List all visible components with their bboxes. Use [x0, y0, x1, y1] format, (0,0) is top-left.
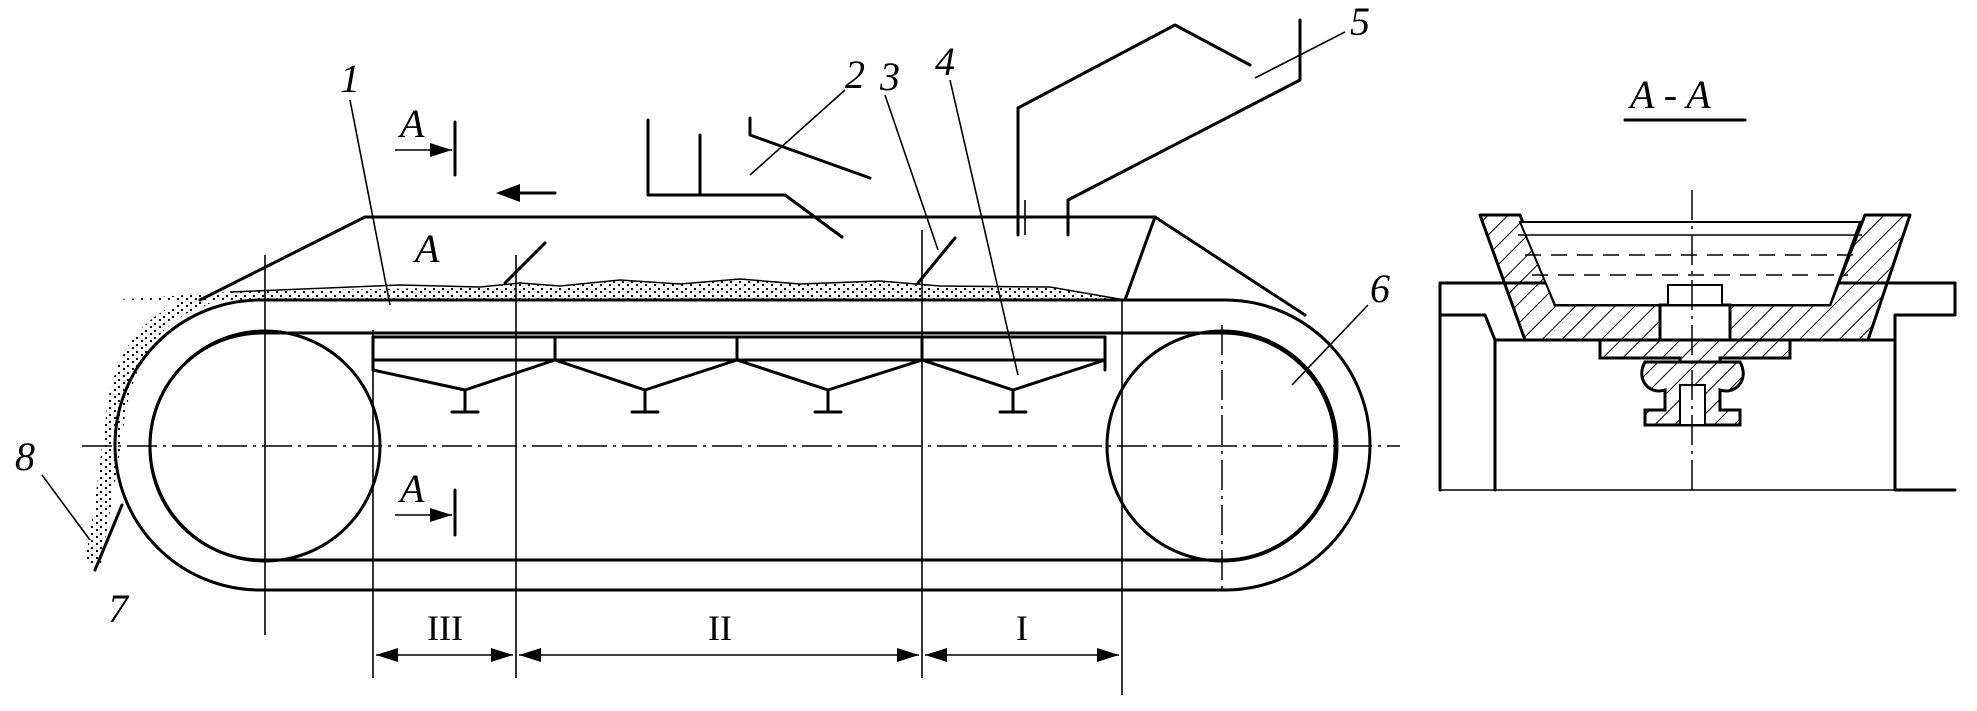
spray-nozzle-4: [998, 388, 1028, 414]
leader-3: [884, 94, 939, 251]
discharge-chute: [93, 503, 124, 572]
material-layer-edge: [229, 278, 1126, 301]
label-2: 2: [845, 52, 865, 97]
cooling-hood-frame: [198, 215, 1157, 302]
zone-II-label: II: [708, 608, 732, 648]
leader-6: [1291, 304, 1369, 386]
leader-4: [949, 79, 1019, 376]
gas-duct-5: [1016, 18, 1302, 237]
label-6: 6: [1370, 266, 1390, 311]
spray-nozzle-1: [450, 388, 480, 414]
leader-2: [749, 89, 846, 176]
label-1: 1: [340, 56, 360, 101]
feed-pipe-2: [646, 116, 872, 239]
zone-I-label: I: [1016, 608, 1028, 648]
section-mark-top-text: A: [397, 101, 425, 146]
label-3: 3: [879, 54, 900, 99]
chain-link: [1598, 338, 1792, 364]
leader-5: [1254, 31, 1346, 79]
spray-nozzle-2: [630, 388, 660, 414]
label-8: 8: [15, 434, 35, 479]
baffle-left: [503, 241, 547, 285]
hood-right-slope: [1153, 215, 1307, 317]
spray-nozzle-3: [813, 388, 843, 414]
leader-8: [41, 474, 91, 541]
material-layer: [115, 280, 1370, 300]
baffle-3: [916, 236, 957, 285]
leader-1: [349, 99, 391, 306]
zone-dimensions: III II I: [376, 608, 1119, 662]
conveyor-main-view: A A A III II I: [15, 0, 1400, 695]
label-7: 7: [108, 586, 130, 631]
label-4: 4: [935, 39, 955, 84]
zone-III-label: III: [427, 608, 463, 648]
section-view-a-a: A - A: [1438, 72, 1957, 492]
section-mark-bottom-text: A: [397, 466, 425, 511]
nozzle-truss-diag: [371, 358, 1107, 392]
inner-section-label: A: [412, 226, 440, 271]
section-mark-top: A: [395, 101, 457, 177]
section-view-title: A - A: [1627, 72, 1711, 117]
chain-outer-loop: [113, 298, 1372, 592]
section-mark-bottom: A: [395, 466, 457, 537]
direction-arrow: [496, 184, 557, 202]
label-5: 5: [1350, 0, 1370, 44]
discharge-stream: [85, 296, 210, 570]
